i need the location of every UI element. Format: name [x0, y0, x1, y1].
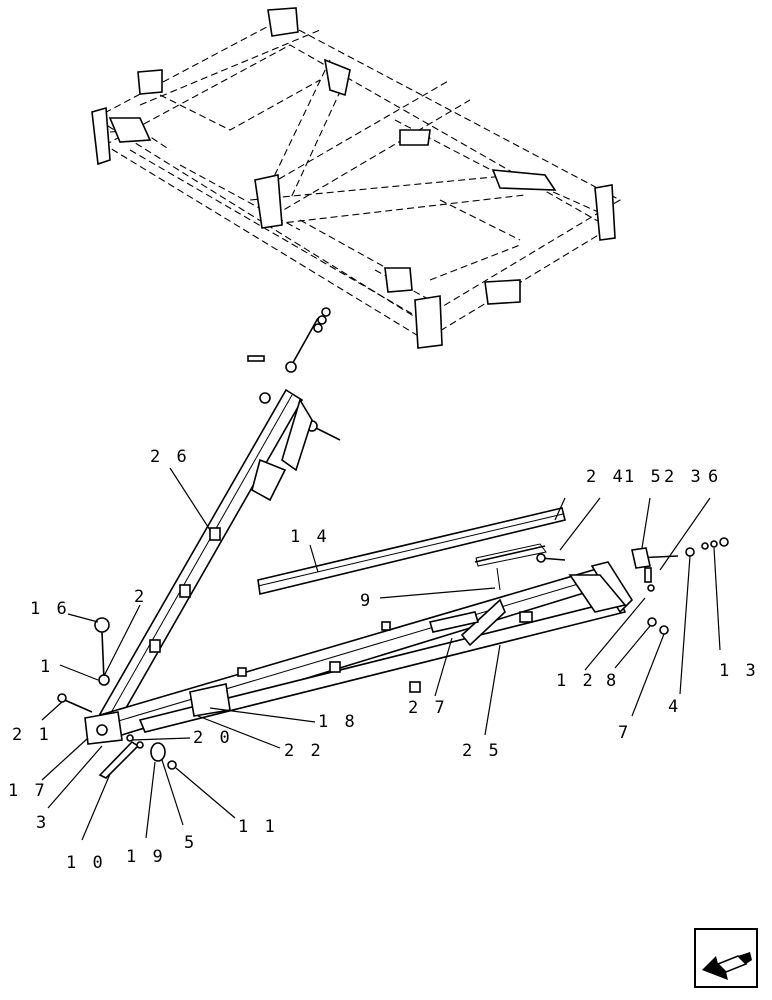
callout-12: 1 2 — [556, 671, 596, 691]
left-hitch-arm — [98, 388, 313, 724]
callout-11: 1 1 — [238, 817, 278, 837]
callout-8: 8 — [606, 671, 619, 691]
upper-pin-hardware — [247, 307, 341, 441]
callout-16: 1 6 — [30, 599, 70, 619]
hitch-hardware — [57, 617, 177, 779]
back-arrow-button[interactable] — [694, 928, 758, 988]
tube-14 — [257, 507, 566, 595]
arrow-return-icon — [694, 928, 758, 988]
callout-4: 4 — [668, 697, 681, 717]
callouts: 2 6 2 4 1 5 2 3 6 1 4 1 6 2 9 1 1 3 1 2 … — [8, 447, 759, 873]
frame-brackets — [91, 7, 616, 349]
callout-24: 2 4 — [586, 467, 626, 487]
callout-10: 1 0 — [66, 853, 106, 873]
callout-14: 1 4 — [290, 527, 330, 547]
callout-25: 2 5 — [462, 741, 502, 761]
callout-7: 7 — [618, 723, 631, 743]
callout-20: 2 0 — [193, 728, 233, 748]
callout-23: 2 3 — [664, 467, 704, 487]
leader-lines — [41, 467, 721, 841]
callout-19: 1 9 — [126, 847, 166, 867]
callout-21: 2 1 — [12, 725, 52, 745]
callout-26: 2 6 — [150, 447, 190, 467]
callout-5: 5 — [184, 833, 197, 853]
callout-3: 3 — [36, 813, 49, 833]
callout-27: 2 7 — [408, 698, 448, 718]
callout-15: 1 5 — [624, 467, 664, 487]
callout-13: 1 3 — [719, 661, 759, 681]
rod-24-hardware — [474, 537, 729, 635]
main-tongue — [98, 561, 634, 739]
callout-17: 1 7 — [8, 781, 48, 801]
callout-9: 9 — [360, 591, 373, 611]
callout-6: 6 — [708, 467, 721, 487]
callout-2: 2 — [134, 587, 147, 607]
callout-18: 1 8 — [318, 712, 358, 732]
callout-1: 1 — [40, 657, 53, 677]
callout-22: 2 2 — [284, 741, 324, 761]
